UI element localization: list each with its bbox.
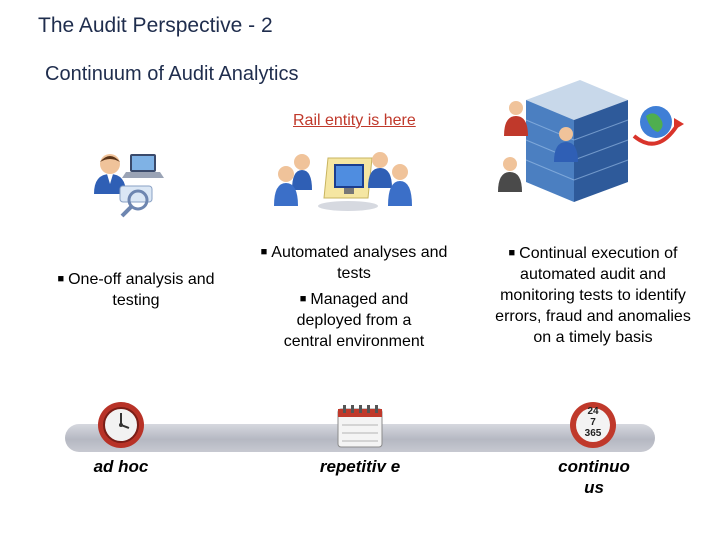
calendar-icon <box>337 405 383 448</box>
column-continuous-text: ■Continual execution of automated audit … <box>495 243 691 348</box>
list-item: ■Managed and deployed from a central env… <box>283 291 425 350</box>
bullet-icon: ■ <box>508 247 516 259</box>
badge-days: 7 <box>590 417 596 428</box>
stage-label-continuous: continuo us <box>558 457 630 497</box>
clock-icon <box>98 402 144 448</box>
column-adhoc-text: ■One-off analysis and testing <box>36 269 236 311</box>
bullet-icon: ■ <box>260 246 268 258</box>
list-item: ■Automated analyses and tests <box>260 244 448 282</box>
stage-label-adhoc: ad hoc <box>93 457 149 476</box>
bullet-icon: ■ <box>57 273 65 285</box>
bullet-icon: ■ <box>299 293 307 305</box>
badge-hours: 24 <box>587 406 599 417</box>
enterprise-building-icon <box>498 80 684 202</box>
slide-title: The Audit Perspective - 2 <box>38 14 273 37</box>
list-item: ■One-off analysis and testing <box>57 271 215 309</box>
column-repetitive-text: ■Automated analyses and tests ■Managed a… <box>254 242 454 352</box>
badge-year: 365 <box>584 428 602 439</box>
badge-ring-icon <box>570 402 616 448</box>
stage-label-repetitive: repetitiv e <box>319 457 401 476</box>
list-item: ■Continual execution of automated audit … <box>495 245 691 346</box>
rail-entity-note[interactable]: Rail entity is here <box>293 112 416 129</box>
24-7-365-icon: 24 7 365 <box>568 400 618 450</box>
team-monitor-icon <box>274 152 412 211</box>
analyst-laptop-icon <box>94 154 164 218</box>
slide-subtitle: Continuum of Audit Analytics <box>45 63 299 85</box>
